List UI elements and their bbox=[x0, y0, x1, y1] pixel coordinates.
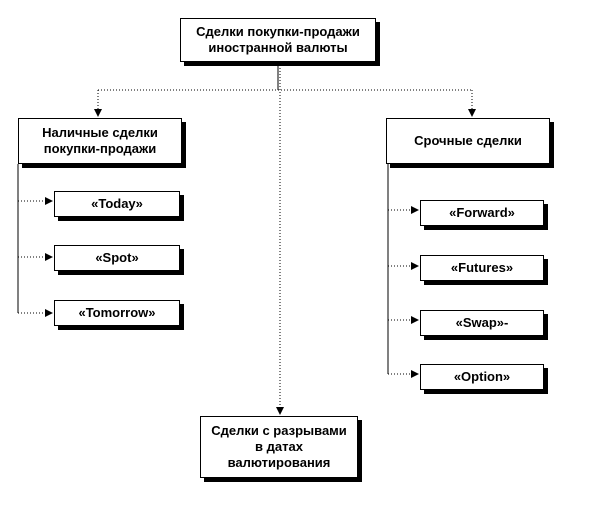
node-term-deals: Срочные сделки bbox=[386, 118, 550, 164]
node-gap-dates-label: Сделки с разрывами в датах валютирования bbox=[211, 423, 347, 470]
node-option: «Option» bbox=[420, 364, 544, 390]
node-term-deals-label: Срочные сделки bbox=[414, 133, 522, 148]
node-option-label: «Option» bbox=[453, 369, 511, 384]
node-swap-label: «Swap»- bbox=[455, 315, 509, 330]
node-tomorrow-label: «Tomorrow» bbox=[78, 305, 156, 320]
node-gap-dates: Сделки с разрывами в датах валютирования bbox=[200, 416, 358, 478]
node-spot-label: «Spot» bbox=[95, 250, 139, 265]
node-today: «Today» bbox=[54, 191, 180, 217]
node-cash-deals: Наличные сделки покупки-продажи bbox=[18, 118, 182, 164]
node-forward-label: «Forward» bbox=[449, 205, 515, 220]
node-spot: «Spot» bbox=[54, 245, 180, 271]
node-cash-deals-label: Наличные сделки покупки-продажи bbox=[42, 125, 158, 156]
node-futures-label: «Futures» bbox=[450, 260, 514, 275]
node-root-label: Сделки покупки-продажи иностранной валют… bbox=[196, 24, 360, 55]
node-root: Сделки покупки-продажи иностранной валют… bbox=[180, 18, 376, 62]
node-swap: «Swap»- bbox=[420, 310, 544, 336]
node-forward: «Forward» bbox=[420, 200, 544, 226]
node-today-label: «Today» bbox=[91, 196, 143, 211]
node-futures: «Futures» bbox=[420, 255, 544, 281]
node-tomorrow: «Tomorrow» bbox=[54, 300, 180, 326]
